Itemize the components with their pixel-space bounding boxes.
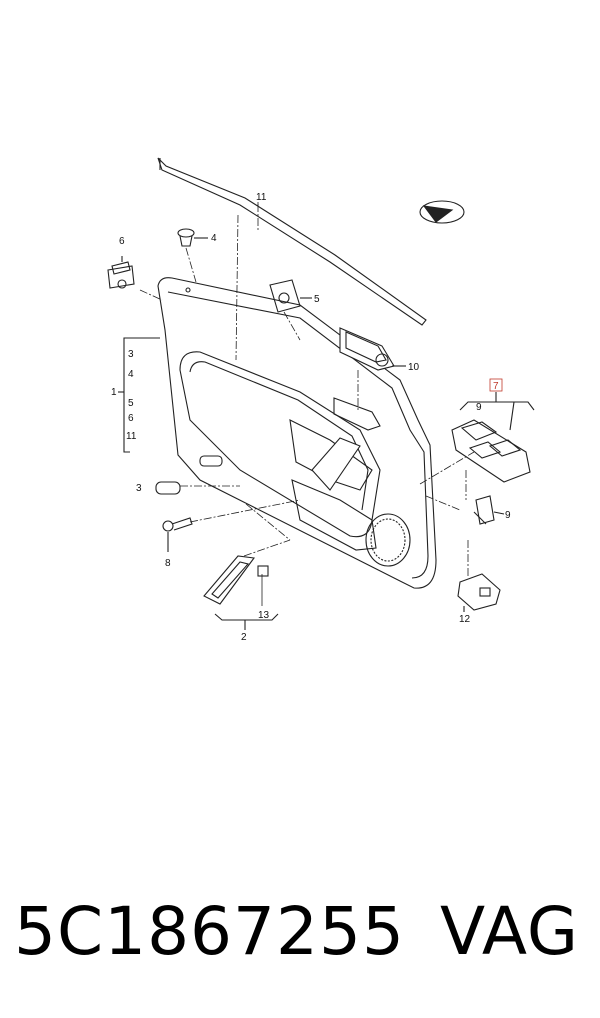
callout-8: 8 <box>165 558 171 569</box>
callout-6: 6 <box>119 236 125 247</box>
clip-part-6 <box>107 256 135 289</box>
speaker-grille <box>365 513 411 567</box>
parts-diagram: 11 6 4 5 10 7 9 9 3 4 1 5 6 11 3 8 13 2 … <box>107 157 535 643</box>
window-trim-strip <box>157 157 427 326</box>
callout-1: 1 <box>111 387 117 398</box>
callout-10: 10 <box>408 362 420 373</box>
callout-11: 11 <box>256 192 267 203</box>
part-number: 5C1867255 <box>14 893 406 970</box>
callout-list-4: 4 <box>128 369 134 380</box>
clip-part-4 <box>177 228 208 247</box>
callout-list-6: 6 <box>128 413 134 424</box>
clip-part-9 <box>473 495 505 525</box>
callout-3: 3 <box>136 483 142 494</box>
callout-list-5: 5 <box>128 398 134 409</box>
orientation-logo-icon <box>419 200 465 224</box>
callout-9-top: 9 <box>476 402 482 413</box>
callout-list-3: 3 <box>128 349 134 360</box>
callout-2: 2 <box>241 632 247 643</box>
door-panel <box>157 277 437 589</box>
brand-name: VAG <box>440 893 580 970</box>
window-switch-part-7 <box>451 419 531 483</box>
callout-4: 4 <box>211 233 217 244</box>
handle-part-10 <box>339 327 406 371</box>
switch-part-12 <box>457 573 501 612</box>
screw-part-8 <box>162 517 193 552</box>
callout-5: 5 <box>314 294 320 305</box>
callout-13: 13 <box>258 610 270 621</box>
bracket-part-5 <box>269 279 312 313</box>
cap-part-3 <box>155 481 181 495</box>
callout-list-11: 11 <box>126 431 137 442</box>
trim-part-2 <box>203 555 269 605</box>
callout-9: 9 <box>505 510 511 521</box>
callout-7: 7 <box>493 381 499 392</box>
callout-12: 12 <box>459 614 471 625</box>
